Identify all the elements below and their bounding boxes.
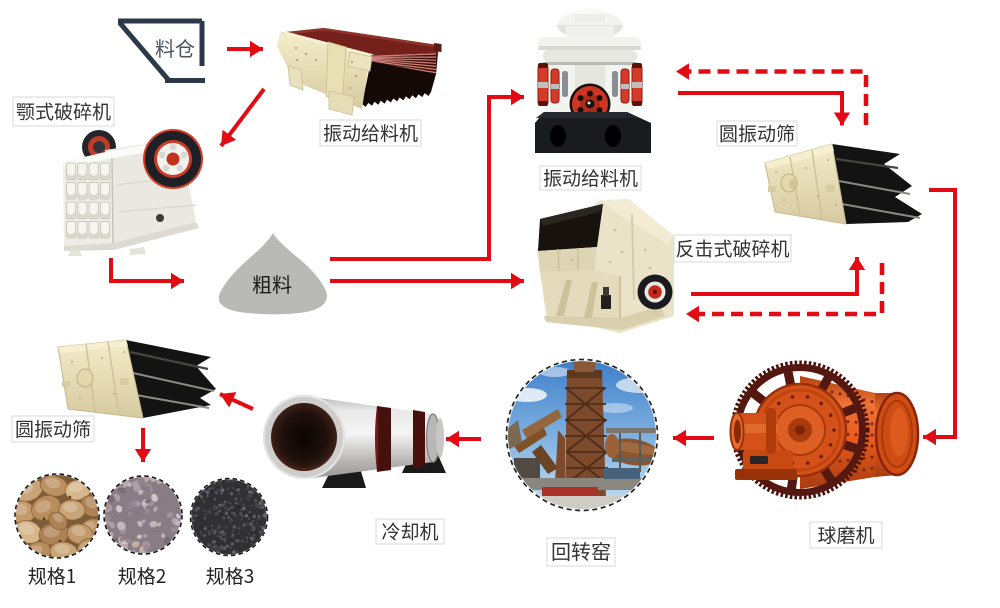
svg-text:冷却机: 冷却机 <box>381 517 438 544</box>
svg-text:规格2: 规格2 <box>118 562 167 589</box>
svg-text:料仓: 料仓 <box>155 33 195 62</box>
svg-text:圆振动筛: 圆振动筛 <box>15 415 91 442</box>
svg-text:粗料: 粗料 <box>252 269 292 298</box>
svg-text:规格1: 规格1 <box>28 562 77 589</box>
svg-text:振动给料机: 振动给料机 <box>543 164 638 191</box>
svg-text:规格3: 规格3 <box>206 562 255 589</box>
svg-text:颚式破碎机: 颚式破碎机 <box>16 97 111 124</box>
svg-text:球磨机: 球磨机 <box>817 521 874 548</box>
svg-text:圆振动筛: 圆振动筛 <box>719 119 795 146</box>
svg-text:反击式破碎机: 反击式破碎机 <box>675 234 789 261</box>
svg-text:振动给料机: 振动给料机 <box>323 119 418 146</box>
svg-text:回转窑: 回转窑 <box>551 536 611 565</box>
